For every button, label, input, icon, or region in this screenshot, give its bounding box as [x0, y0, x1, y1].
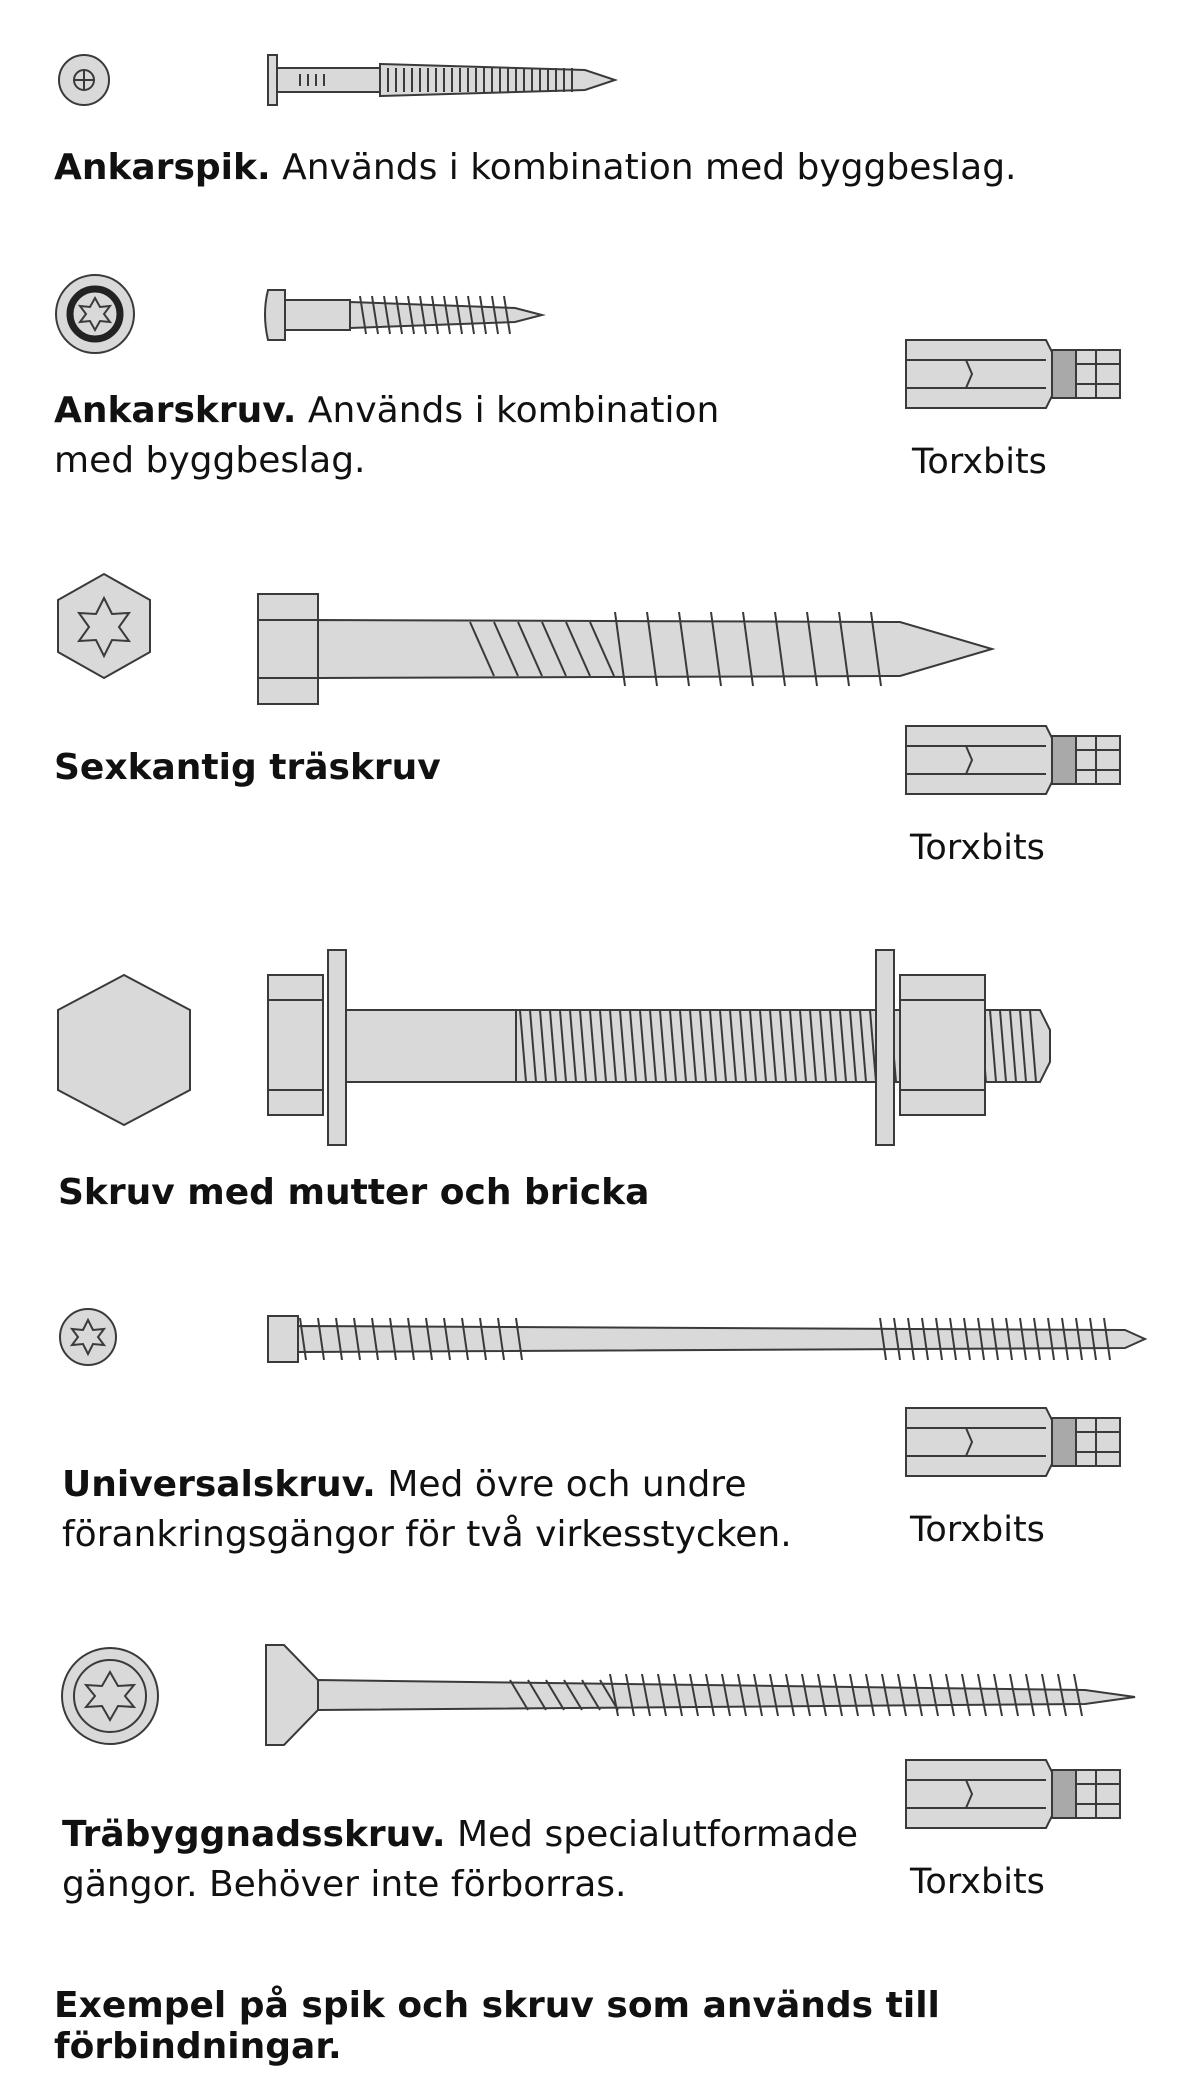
- anchor-screw-head-icon: [55, 274, 135, 354]
- torx-bit-icon: [905, 1407, 1121, 1477]
- caption-hex-wood-screw: Sexkantig träskruv: [54, 743, 441, 793]
- caption-anchor-nail: Ankarspik. Används i kombination med byg…: [54, 143, 1017, 193]
- anchor-nail-icon: [267, 54, 619, 106]
- item-name: Sexkantig träskruv: [54, 747, 441, 788]
- item-desc-line2: gängor. Behöver inte förborras.: [62, 1864, 627, 1905]
- torx-bit-icon: [905, 1759, 1121, 1829]
- item-name: Skruv med mutter och bricka: [58, 1172, 650, 1213]
- caption-construction-screw: Träbyggnadsskruv. Med specialutformade g…: [62, 1810, 858, 1910]
- anchor-nail-head-icon: [58, 54, 110, 106]
- torx-bits-label: Torxbits: [910, 1510, 1045, 1550]
- item-desc: Med specialutformade: [456, 1814, 859, 1855]
- bolt-nut-washer-icon: [267, 949, 1051, 1146]
- item-desc: Används i kombination med byggbeslag.: [282, 147, 1017, 188]
- item-name: Universalskruv.: [62, 1464, 376, 1505]
- item-desc: Används i kombination: [307, 390, 720, 431]
- torx-bit-icon: [905, 725, 1121, 795]
- torx-bit-icon: [905, 339, 1121, 409]
- figure-caption: Exempel på spik och skruv som används ti…: [54, 1985, 940, 2067]
- anchor-screw-icon: [264, 289, 546, 341]
- hex-wood-screw-head-icon: [57, 572, 151, 680]
- hex-wood-screw-icon: [257, 593, 996, 705]
- caption-anchor-screw: Ankarskruv. Används i kombination med by…: [54, 386, 719, 486]
- item-name: Ankarskruv.: [54, 390, 297, 431]
- item-name: Träbyggnadsskruv.: [62, 1814, 446, 1855]
- item-desc-line2: med byggbeslag.: [54, 440, 366, 481]
- torx-bits-label: Torxbits: [912, 442, 1047, 482]
- caption-universal-screw: Universalskruv. Med övre och undre föran…: [62, 1460, 792, 1560]
- hex-bolt-head-icon: [57, 973, 191, 1127]
- item-name: Ankarspik.: [54, 147, 271, 188]
- universal-screw-head-icon: [59, 1308, 117, 1366]
- torx-bits-label: Torxbits: [910, 828, 1045, 868]
- universal-screw-icon: [267, 1315, 1148, 1363]
- torx-bits-label: Torxbits: [910, 1862, 1045, 1902]
- item-desc: Med övre och undre: [387, 1464, 747, 1505]
- construction-screw-head-icon: [61, 1647, 159, 1745]
- item-desc-line2: förankringsgängor för två virkesstycken.: [62, 1514, 792, 1555]
- caption-bolt-nut-washer: Skruv med mutter och bricka: [58, 1168, 649, 1218]
- construction-screw-icon: [265, 1644, 1136, 1746]
